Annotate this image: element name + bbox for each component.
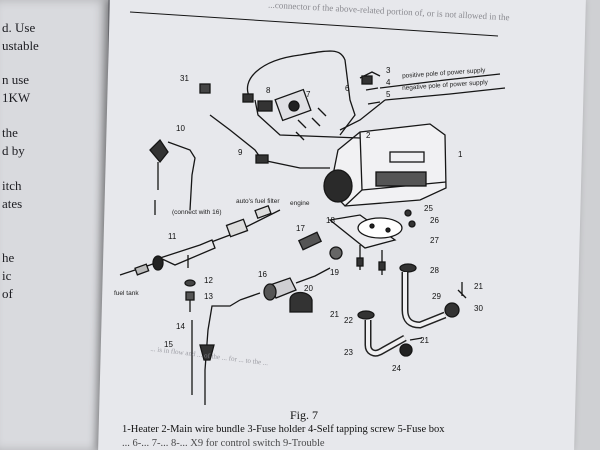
part-label: 30 <box>474 304 483 313</box>
part-30 <box>444 302 460 318</box>
component-31 <box>199 83 211 94</box>
part-label: 7 <box>306 90 311 99</box>
left-text-line: d by <box>2 143 25 158</box>
left-text-line: the <box>2 125 18 140</box>
heater-label-plate <box>375 171 427 187</box>
part-label: 12 <box>204 276 213 285</box>
left-text-line: 1KW <box>2 90 31 105</box>
left-text-line: of <box>2 286 13 301</box>
part-label: 10 <box>176 124 185 133</box>
part-label: 4 <box>386 78 391 87</box>
left-text-line: ic <box>2 268 12 283</box>
legend-line: 1-Heater 2-Main wire bundle 3-Fuse holde… <box>122 424 445 435</box>
part-label: 24 <box>392 364 401 373</box>
flange-27 <box>357 217 403 239</box>
part-label: 27 <box>430 236 439 245</box>
part-label: 11 <box>168 232 177 241</box>
part-label: 8 <box>266 86 271 95</box>
part-label: 23 <box>344 348 353 357</box>
part-label: 20 <box>304 284 313 293</box>
part-label: 19 <box>330 268 339 277</box>
part-label: 2 <box>366 131 371 140</box>
part-15 <box>199 344 215 361</box>
fuel-filter-note: auto's fuel filter <box>236 198 280 205</box>
figure-caption: Fig. 7 <box>290 408 319 422</box>
left-text-line: ates <box>2 196 23 211</box>
part-label: 28 <box>430 266 439 275</box>
negative-lead <box>384 87 506 101</box>
main-wire-bundle <box>246 50 356 136</box>
part-label: 25 <box>424 204 433 213</box>
left-text-line: d. Use <box>2 20 36 35</box>
part-label: 3 <box>386 66 391 75</box>
heater-air-inlet <box>323 169 353 203</box>
part-label: 21 <box>420 336 429 345</box>
left-text-line: he <box>2 250 15 265</box>
left-page: d. Use ustable n use 1KW the d by itch a… <box>0 0 108 450</box>
part-label: 31 <box>180 74 189 83</box>
top-rule <box>129 11 499 37</box>
part-10 <box>149 138 169 164</box>
part-label: 16 <box>258 270 267 279</box>
connector-9 <box>255 154 269 164</box>
part-label: 6 <box>345 84 350 93</box>
connect-note: (connect with 16) <box>172 209 222 216</box>
part-label: 15 <box>164 340 173 349</box>
positive-lead <box>379 73 501 89</box>
part-label: 18 <box>326 216 335 225</box>
left-text-line: n use <box>2 72 30 87</box>
part-label: 1 <box>458 150 463 159</box>
fuel-pipe-14 <box>204 299 241 405</box>
left-text-line: itch <box>2 178 22 193</box>
part-20 <box>289 291 313 313</box>
auto-fuel-filter <box>225 218 249 238</box>
part-label: 21 <box>330 310 339 319</box>
legend-line: ... 6-... 7-... 8-... X9 for control swi… <box>122 438 325 449</box>
part-label: 13 <box>204 292 213 301</box>
left-text-line: ustable <box>2 38 39 53</box>
part-label: 5 <box>386 90 391 99</box>
part-label: 22 <box>344 316 353 325</box>
part-label: 21 <box>474 282 483 291</box>
engine-note: engine <box>290 200 310 207</box>
part-11 <box>158 239 216 266</box>
part-label: 26 <box>430 216 439 225</box>
part-label: 29 <box>432 292 441 301</box>
part-17 <box>297 231 323 251</box>
part-label: 17 <box>296 224 305 233</box>
fuse-box <box>257 100 273 112</box>
part-label: 9 <box>238 148 243 157</box>
part-label: 14 <box>176 322 185 331</box>
fuel-tank-note: fuel tank <box>114 290 139 297</box>
